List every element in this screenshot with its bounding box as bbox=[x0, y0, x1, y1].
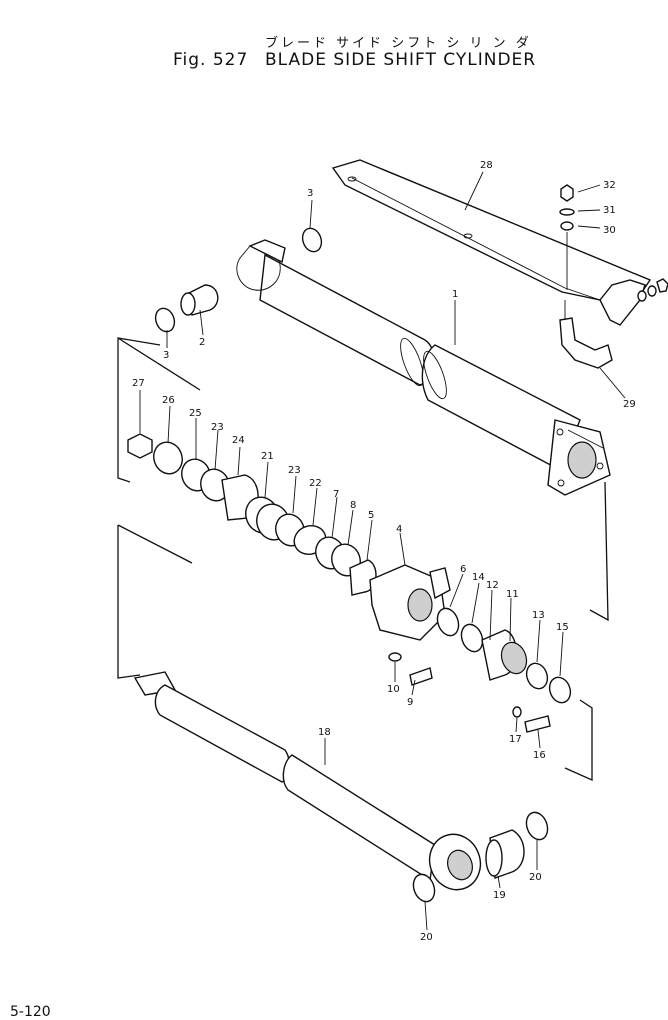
piston-stack bbox=[127, 433, 377, 596]
piston-rod-part bbox=[133, 671, 482, 891]
callout-6: 6 bbox=[460, 564, 466, 575]
bolt-washer-nut-set bbox=[559, 184, 668, 302]
callout-13: 13 bbox=[532, 610, 545, 621]
callout-30: 30 bbox=[603, 225, 616, 236]
rod-gland-parts bbox=[436, 607, 572, 733]
rod-head-part bbox=[369, 564, 451, 686]
callout-numbers: 28 32 31 30 29 3 1 2 3 27 26 25 23 24 21… bbox=[132, 160, 636, 943]
clamp-bracket-part bbox=[559, 300, 613, 369]
callout-8: 8 bbox=[350, 500, 356, 511]
callout-28: 28 bbox=[480, 160, 493, 171]
callout-4: 4 bbox=[396, 524, 402, 535]
callout-26: 26 bbox=[162, 395, 175, 406]
callout-5: 5 bbox=[368, 510, 374, 521]
callout-2: 2 bbox=[199, 337, 205, 348]
drawing-title: BLADE SIDE SHIFT CYLINDER bbox=[265, 50, 537, 70]
rod-end-bushing-and-rings bbox=[412, 811, 549, 903]
callout-12: 12 bbox=[486, 580, 499, 591]
callout-23-left: 23 bbox=[211, 422, 224, 433]
leader-lines bbox=[139, 171, 626, 931]
callout-11: 11 bbox=[506, 589, 519, 600]
callout-14: 14 bbox=[472, 572, 485, 583]
callout-20-bottom: 20 bbox=[420, 932, 433, 943]
callout-20-right: 20 bbox=[529, 872, 542, 883]
callout-7: 7 bbox=[333, 489, 339, 500]
guard-cover-part bbox=[331, 159, 652, 326]
bushing-and-rings bbox=[154, 227, 323, 333]
callout-17: 17 bbox=[509, 734, 522, 745]
callout-10: 10 bbox=[387, 684, 400, 695]
callout-15: 15 bbox=[556, 622, 569, 633]
callout-23-right: 23 bbox=[288, 465, 301, 476]
cylinder-tube-part bbox=[236, 239, 611, 496]
callout-22: 22 bbox=[309, 478, 322, 489]
japanese-subtitle: ブレード サイド シフト シ リ ン ダ bbox=[265, 36, 532, 51]
callout-31: 31 bbox=[603, 205, 616, 216]
callout-32: 32 bbox=[603, 180, 616, 191]
callout-24: 24 bbox=[232, 435, 245, 446]
callout-1: 1 bbox=[452, 289, 458, 300]
callout-19: 19 bbox=[493, 890, 506, 901]
callout-3-upper: 3 bbox=[307, 188, 313, 199]
callout-21: 21 bbox=[261, 451, 274, 462]
assembly-guide-lines bbox=[117, 337, 609, 782]
callout-25: 25 bbox=[189, 408, 202, 419]
page-number: 5-120 bbox=[10, 1004, 51, 1020]
callout-16: 16 bbox=[533, 750, 546, 761]
figure-number: Fig. 527 bbox=[173, 50, 249, 70]
callout-18: 18 bbox=[318, 727, 331, 738]
callout-3-lower: 3 bbox=[163, 350, 169, 361]
callout-9: 9 bbox=[407, 697, 413, 708]
callout-29: 29 bbox=[623, 399, 636, 410]
callout-27: 27 bbox=[132, 378, 145, 389]
